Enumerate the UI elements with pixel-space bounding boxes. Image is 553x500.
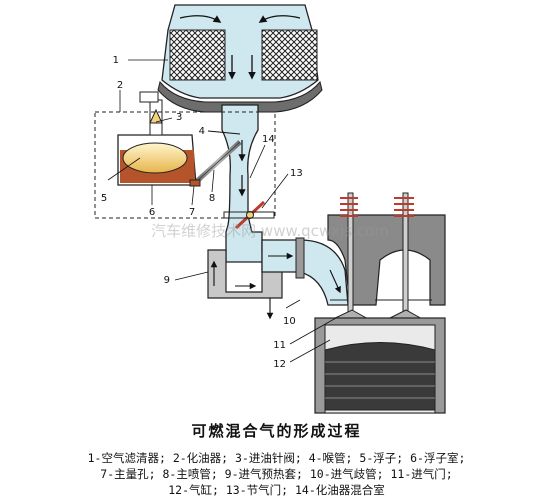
callout-13: 13 [290,168,303,179]
main-metering-jet [189,179,201,187]
callout-10: 10 [283,316,296,327]
callout-8: 8 [209,193,215,204]
legend-line-3: 12-气缸; 13-节气门; 14-化油器混合室 [168,483,385,497]
float-chamber [117,91,201,187]
piston [324,342,436,411]
carburetor-boundary [94,111,276,219]
intake-manifold [261,237,349,306]
legend-line-2: 7-主量孔; 8-主喷管; 9-进气预热套; 10-进气歧管; 11-进气门; [100,467,453,481]
callout-7: 7 [189,207,195,218]
callout-5: 5 [101,193,107,204]
diagram-caption: 可燃混合气的形成过程 [191,422,362,440]
callout-4: 4 [199,126,205,137]
callout-9: 9 [164,275,170,286]
watermark: 汽车维修技术网 www.qcwxjs.com [151,222,389,240]
carburetor-diagram: 1 2 3 4 5 6 7 8 9 10 11 12 13 14 汽车维修技术网… [94,4,446,414]
filter-element-left [169,29,226,81]
cylinder [314,317,446,414]
main-jet-tube [194,140,242,184]
legend-line-1: 1-空气滤清器; 2-化油器; 3-进油针阀; 4-喉管; 5-浮子; 6-浮子… [87,451,466,465]
callout-11: 11 [273,340,286,351]
air-filter [157,4,323,113]
callout-2: 2 [117,80,123,91]
manifold-flange [295,237,305,279]
filter-element-right [261,29,318,81]
callout-12: 12 [273,359,286,370]
callout-14: 14 [262,134,275,145]
exhaust-valve [385,192,426,321]
callout-6: 6 [149,207,155,218]
callout-3: 3 [176,112,182,123]
leader-lines [107,59,337,363]
venturi-leader [207,130,241,135]
float [122,142,188,174]
callout-1: 1 [113,55,119,66]
